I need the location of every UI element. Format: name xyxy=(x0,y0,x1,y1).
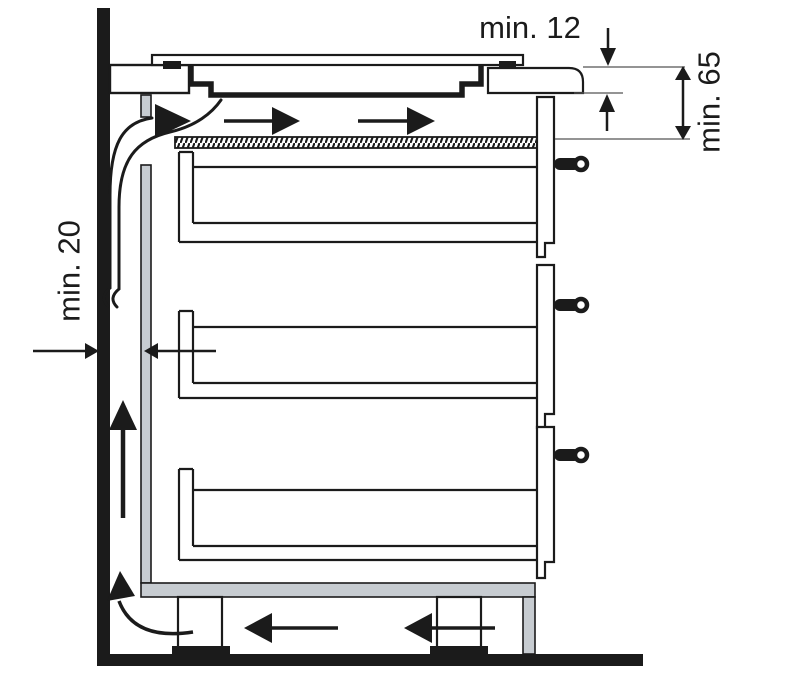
drawer-3-box xyxy=(177,467,537,562)
drawer-1-box xyxy=(177,150,537,244)
min20-arrow-left xyxy=(144,343,158,359)
airflow-corner-arrow xyxy=(107,571,194,636)
worktop-left xyxy=(108,63,191,95)
ventilation-hatch-board xyxy=(174,136,538,149)
leg-1-foot xyxy=(172,646,230,655)
cabinet-leg-2 xyxy=(430,595,488,655)
worktop-right xyxy=(486,66,585,95)
drawer-2-knob xyxy=(572,296,590,314)
drawer-3-front xyxy=(535,425,556,580)
wall xyxy=(97,8,110,666)
min12-label: min. 12 xyxy=(479,10,581,45)
drawer-1-front xyxy=(535,95,556,259)
cabinet-back-panel xyxy=(140,164,152,584)
airflow-right-arrow-1 xyxy=(224,107,300,135)
airflow-curve-outer xyxy=(102,116,154,308)
leg-2-foot xyxy=(430,646,488,655)
dimension-min65: min. 65 xyxy=(555,51,727,153)
floor xyxy=(97,654,643,666)
drawer-1-knob xyxy=(572,155,590,173)
cooktop-clamp-right xyxy=(499,61,516,69)
min65-label: min. 65 xyxy=(692,51,727,153)
cabinet-leg-1 xyxy=(172,595,230,655)
airflow-arrowhead-inlet xyxy=(155,104,191,138)
min20-label: min. 20 xyxy=(52,220,87,322)
cabinet-bottom-panel xyxy=(140,582,536,598)
drawer-2-front xyxy=(535,263,556,430)
cooktop-clamp-left xyxy=(163,61,181,69)
drawer-3-knob xyxy=(572,446,590,464)
airflow-inlet-curves xyxy=(102,98,223,309)
back-panel-top-block xyxy=(140,94,152,118)
cooktop-body xyxy=(188,66,484,98)
dimension-min12: min. 12 xyxy=(479,10,685,131)
airflow-right-arrow-2 xyxy=(358,107,435,135)
airflow-left-arrow-2 xyxy=(404,613,495,643)
airflow-left-arrow-1 xyxy=(244,613,338,643)
min65-arrow-down xyxy=(675,126,691,140)
drawer-2-box xyxy=(177,309,537,400)
min65-arrow-up xyxy=(675,66,691,80)
dimension-min20: min. 20 xyxy=(33,220,216,359)
drawer-3-handle xyxy=(554,446,590,464)
min12-arrow-up xyxy=(599,94,615,112)
plinth-panel xyxy=(522,596,536,655)
min20-arrow-right xyxy=(85,343,99,359)
airflow-curve-inner xyxy=(111,98,223,309)
drawer-2-handle xyxy=(554,296,590,314)
airflow-up-arrow xyxy=(109,400,137,518)
cooktop-glass xyxy=(150,53,525,67)
drawer-1-handle xyxy=(554,155,590,173)
min12-arrow-down xyxy=(600,48,616,66)
